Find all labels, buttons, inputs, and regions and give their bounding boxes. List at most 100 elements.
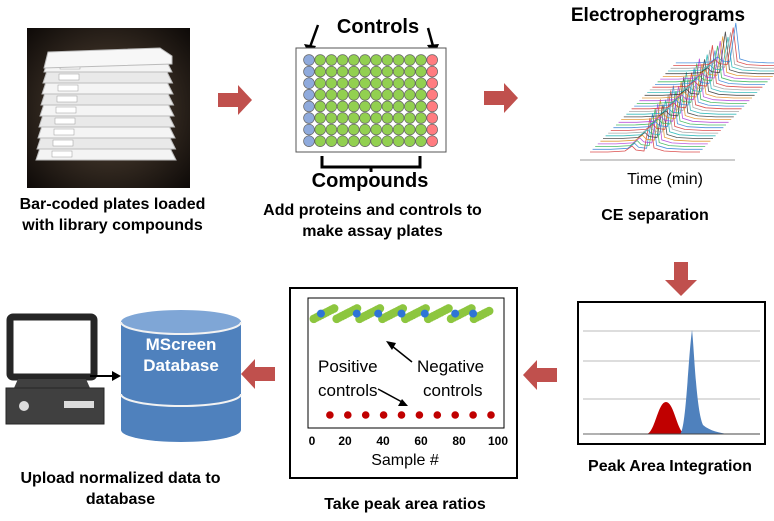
stacked-plate (42, 70, 174, 84)
plate-well (303, 123, 315, 136)
stacked-plate (40, 92, 175, 106)
plate-well (303, 112, 315, 124)
compounds-bracket (320, 156, 422, 169)
plate-well (314, 89, 326, 101)
compound-point (362, 310, 372, 320)
plate-well (370, 135, 382, 147)
plate-well (370, 100, 382, 113)
positive-control-point (433, 411, 442, 419)
trace-line (670, 32, 774, 69)
monitor-icon (6, 313, 98, 381)
plate-well (359, 135, 371, 147)
positive-control-point (361, 411, 370, 419)
compound-point (464, 305, 474, 315)
compound-point (408, 310, 418, 320)
time-axis-label: Time (min) (627, 171, 703, 188)
stacked-plate (43, 59, 173, 73)
trace-line (618, 86, 729, 123)
plate-well (381, 135, 394, 147)
trace-line (647, 54, 758, 93)
trace-line (668, 36, 774, 72)
trace-line (642, 63, 752, 99)
compound-point (383, 311, 392, 321)
barcode-label (56, 95, 78, 103)
plate-well (392, 112, 405, 124)
trace-line (631, 72, 742, 110)
trace-line (636, 63, 747, 104)
plate-well (426, 89, 438, 101)
compound-point (332, 314, 341, 324)
compound-point (360, 311, 369, 321)
annotation-arrow-icon (398, 399, 408, 406)
plate-well (359, 77, 371, 89)
step2-caption: Add proteins and controls to make assay … (263, 202, 482, 240)
plate-well (314, 65, 326, 78)
negative-control-point (352, 309, 361, 318)
red-peak-area (647, 402, 686, 434)
trace-line (657, 45, 768, 83)
positive-control-point (415, 411, 424, 419)
plate-well (325, 54, 338, 66)
compound-point (431, 310, 441, 320)
compound-point (345, 308, 354, 317)
plate-well (348, 54, 360, 66)
trace-line (605, 99, 716, 137)
compound-point (406, 311, 415, 321)
plate-well (359, 112, 371, 124)
compound-point (411, 309, 420, 318)
plate-well (415, 54, 427, 66)
positive-control-point (397, 411, 406, 419)
barcode-label (57, 84, 79, 92)
compound-point (370, 306, 380, 316)
trace-line (629, 77, 739, 112)
compound-point (375, 304, 385, 313)
plate-well (426, 123, 438, 136)
compound-point (388, 309, 397, 318)
tower-icon (5, 387, 105, 425)
plate-well (392, 77, 405, 89)
x-tick-80: 80 (452, 434, 466, 448)
pointer-arrow-icon (304, 44, 316, 56)
stacked-plate (35, 147, 177, 161)
plate-well (415, 100, 427, 113)
compound-point (365, 309, 375, 318)
barcode-label (53, 128, 75, 136)
plate-well (348, 123, 360, 136)
plate-well (404, 135, 416, 147)
stacked-plate (39, 103, 175, 117)
compounds-label: Compounds (311, 170, 429, 192)
plate-well (404, 89, 416, 101)
positive-control-point (326, 411, 334, 419)
negative-control-point (374, 309, 383, 318)
trace-line (660, 41, 771, 80)
step1-caption: Bar-coded plates loaded with library com… (19, 196, 206, 234)
compound-point (352, 304, 362, 313)
plate-well (392, 123, 405, 136)
negative-control-point (316, 309, 325, 318)
compound-point (400, 314, 410, 324)
compound-point (385, 310, 395, 320)
plate-well (392, 65, 405, 78)
plate-well (303, 65, 315, 78)
plate-well (381, 100, 394, 113)
plate-well (415, 65, 427, 78)
plate-well (370, 112, 382, 124)
plate-well (325, 100, 338, 113)
plate-well (325, 112, 338, 124)
plate-well (303, 135, 315, 147)
plate-well (348, 77, 360, 89)
db-label-1: MScreen (145, 335, 217, 354)
compound-point (342, 309, 352, 318)
controls-label: Controls (336, 16, 420, 38)
compound-point (444, 304, 453, 313)
arrow-right-icon (218, 85, 252, 115)
compound-point (390, 308, 400, 317)
plate-well (381, 89, 394, 101)
trace-line (639, 58, 750, 102)
plate-well (336, 135, 349, 147)
trace-line (662, 36, 773, 77)
compound-point (416, 306, 425, 316)
trace-line (595, 108, 706, 147)
trace-line (597, 103, 708, 145)
blue-peak-area (680, 330, 728, 434)
